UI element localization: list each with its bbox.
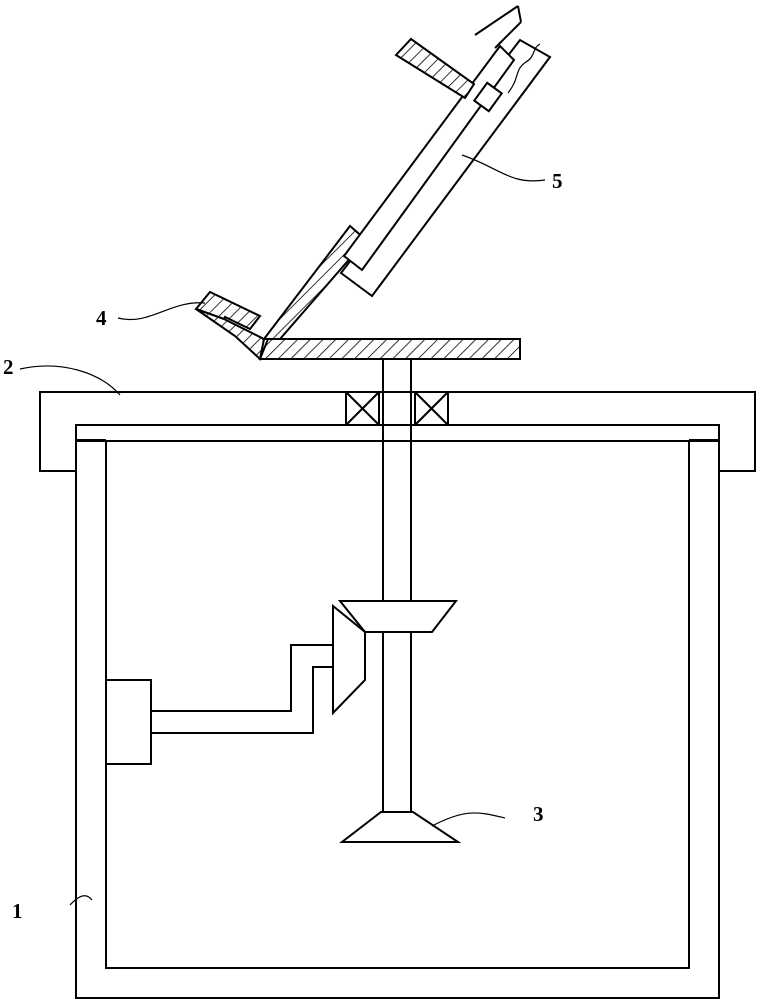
motor bbox=[105, 679, 152, 765]
lid bbox=[39, 391, 756, 472]
label-3: 3 bbox=[533, 802, 544, 826]
bottom-scraper bbox=[339, 811, 462, 843]
feed-pipe bbox=[339, 5, 552, 298]
label-4: 4 bbox=[96, 306, 107, 330]
bearing-left bbox=[345, 391, 380, 426]
bearing-right bbox=[414, 391, 449, 426]
label-1: 1 bbox=[12, 899, 23, 923]
support-arm bbox=[261, 224, 368, 340]
bevel-gear-large bbox=[337, 600, 459, 633]
bevel-gear-small bbox=[332, 603, 366, 716]
leader-lines bbox=[19, 154, 546, 906]
label-5: 5 bbox=[552, 169, 563, 193]
container-body bbox=[75, 439, 720, 999]
label-2: 2 bbox=[3, 355, 14, 379]
rotating-tray bbox=[258, 338, 521, 360]
vertical-shaft bbox=[382, 359, 412, 812]
drive-shaft bbox=[151, 644, 333, 734]
feed-hopper bbox=[194, 290, 266, 361]
